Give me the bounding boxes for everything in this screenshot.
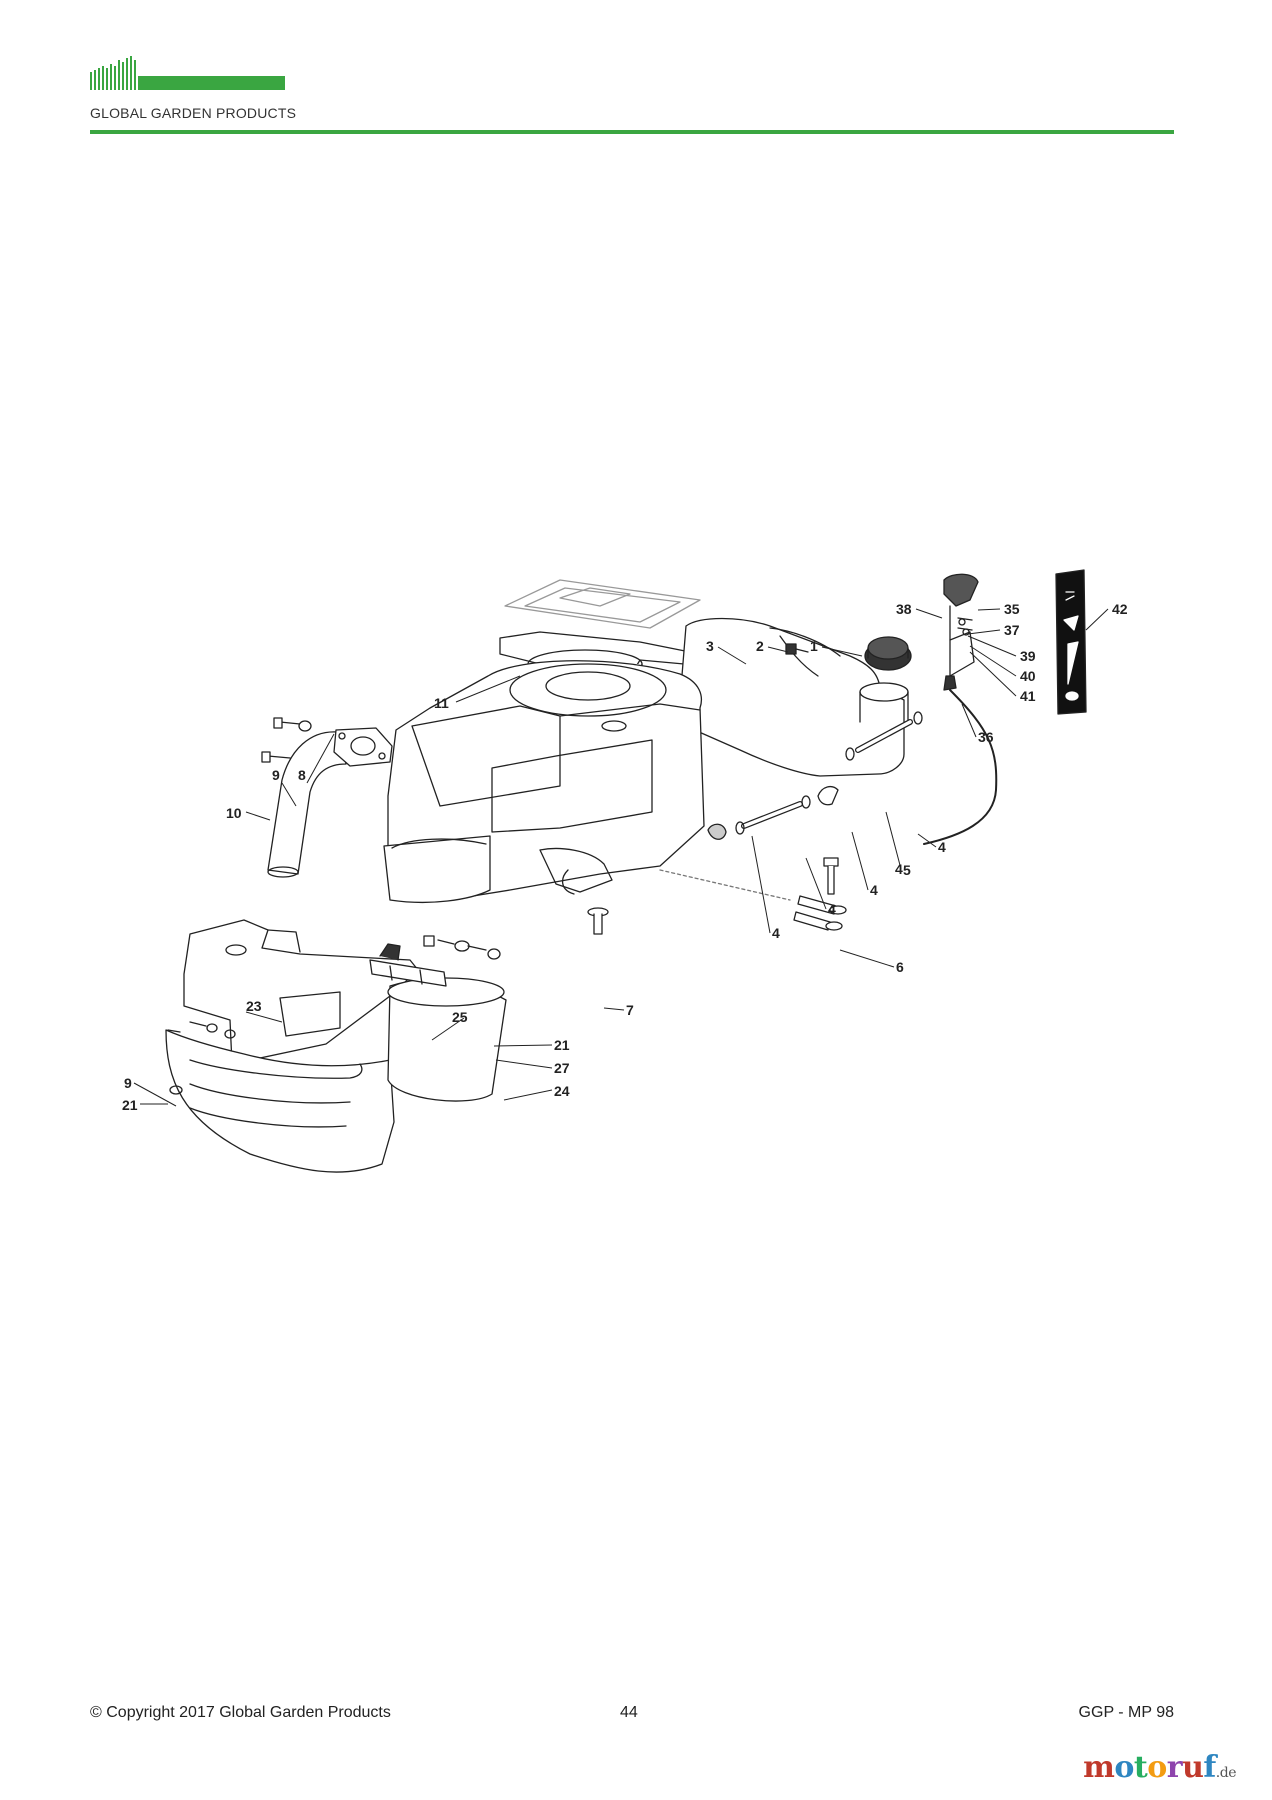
watermark-letter: f: [1203, 1750, 1216, 1785]
callout-4d: 4: [772, 925, 780, 941]
callout-1: 1: [810, 638, 818, 654]
bolt-7: [587, 907, 609, 935]
callout-5: 5: [903, 862, 911, 878]
callout-24: 24: [554, 1083, 570, 1099]
watermark-letter: t: [1133, 1750, 1148, 1785]
callout-21a: 21: [554, 1037, 570, 1053]
callout-4a: 4: [938, 839, 946, 855]
muffler-guard: [183, 919, 419, 1065]
callout-38: 38: [896, 601, 912, 617]
brand-logo-icon: [90, 56, 285, 90]
callout-25: 25: [452, 1009, 468, 1025]
callout-4b: 4: [870, 882, 878, 898]
engine-block: [383, 660, 705, 904]
muffler-cover: [165, 1021, 395, 1173]
watermark-letter: r: [1166, 1750, 1183, 1785]
callout-6: 6: [896, 959, 904, 975]
throttle-control: [923, 573, 998, 845]
callout-8: 8: [298, 767, 306, 783]
exploded-parts-diagram: [165, 569, 1087, 1173]
watermark-letter: u: [1182, 1750, 1204, 1785]
fuel-cap: [864, 636, 912, 671]
callout-42: 42: [1112, 601, 1128, 617]
watermark-logo: motoruf.de: [1083, 1750, 1236, 1785]
callout-4c: 4: [828, 901, 836, 917]
air-filter-plate: [504, 579, 701, 629]
callout-2: 2: [756, 638, 764, 654]
callout-39: 39: [1020, 648, 1036, 664]
exhaust-bolts: [261, 717, 312, 763]
callout-37: 37: [1004, 622, 1020, 638]
callout-3: 3: [706, 638, 714, 654]
throttle-decal: [1055, 569, 1087, 715]
footer-doc-code: GGP - MP 98: [1078, 1704, 1174, 1721]
fuel-line: [707, 711, 923, 840]
callout-4e: 4: [895, 861, 903, 877]
callout-40: 40: [1020, 668, 1036, 684]
muffler: [369, 943, 507, 1102]
callout-9b: 9: [124, 1075, 132, 1091]
callout-7: 7: [626, 1002, 634, 1018]
bolt-6: [823, 857, 839, 895]
watermark-suffix: .de: [1215, 1765, 1237, 1781]
callout-23: 23: [246, 998, 262, 1014]
exhaust-pipe: [267, 731, 347, 878]
cable-tie: [659, 869, 847, 931]
callout-35: 35: [1004, 601, 1020, 617]
muffler-bolts: [423, 935, 501, 960]
exhaust-gasket: [333, 727, 393, 767]
brand-name: GLOBAL GARDEN PRODUCTS: [90, 105, 297, 121]
footer-page-number: 44: [620, 1704, 638, 1721]
footer-copyright: © Copyright 2017 Global Garden Products: [90, 1704, 391, 1721]
callout-10: 10: [226, 805, 242, 821]
callout-11: 11: [434, 695, 449, 711]
watermark-letter: o: [1114, 1750, 1134, 1785]
watermark-letter: o: [1147, 1750, 1167, 1785]
callout-27: 27: [554, 1060, 570, 1076]
callout-21b: 21: [122, 1097, 138, 1113]
watermark-letter: m: [1083, 1750, 1115, 1785]
callout-36: 36: [978, 729, 994, 745]
callout-41: 41: [1020, 688, 1036, 704]
callout-9a: 9: [272, 767, 280, 783]
page-header: GLOBAL GARDEN PRODUCTS: [0, 0, 1272, 140]
header-rule: [90, 130, 1174, 134]
